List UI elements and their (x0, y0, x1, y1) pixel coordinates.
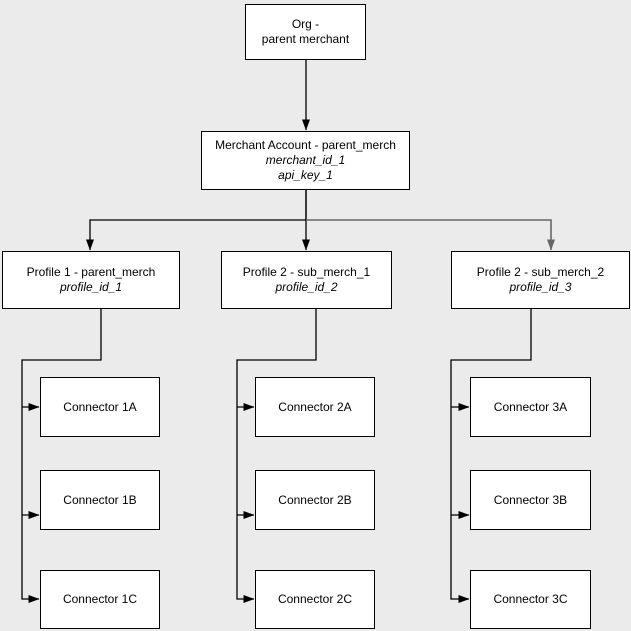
api-key-label: api_key_1 (278, 168, 333, 182)
profile-3-title: Profile 2 - sub_merch_2 (476, 265, 605, 279)
connector-1a-label: Connector 1A (63, 399, 137, 414)
connector-1b-label: Connector 1B (63, 492, 137, 507)
connector-node-2b: Connector 2B (255, 470, 375, 530)
edge-profile3-trunk (450, 309, 532, 603)
connector-node-3a: Connector 3A (470, 377, 591, 437)
profile-1-id: profile_id_1 (59, 280, 123, 294)
connector-1c-label: Connector 1C (62, 592, 138, 606)
profile-2-id: profile_id_2 (275, 280, 338, 294)
connector-node-1b: Connector 1B (40, 470, 160, 530)
edge-profile2-trunk (236, 309, 317, 603)
connector-2b-label: Connector 2B (278, 492, 352, 507)
merchant-account-title: Merchant Account - parent_merch (215, 138, 396, 152)
profile-1-node: Profile 1 - parent_merch profile_id_1 (2, 251, 180, 309)
connector-node-1a: Connector 1A (40, 377, 160, 437)
merchant-account-node: Merchant Account - parent_merch merchant… (201, 131, 410, 190)
profile-3-node: Profile 2 - sub_merch_2 profile_id_3 (451, 251, 630, 309)
connector-3c-label: Connector 3C (493, 592, 568, 606)
edge-merchant-to-profile-3 (306, 219, 555, 251)
connector-3b-label: Connector 3B (493, 492, 568, 507)
connector-2a-label: Connector 2A (278, 399, 352, 414)
edge-merchant-to-profile-1 (86, 190, 307, 251)
connector-3a-label: Connector 3A (493, 399, 568, 414)
connector-node-3b: Connector 3B (470, 470, 591, 530)
org-label-line2: parent merchant (261, 32, 350, 46)
org-node: Org - parent merchant (245, 4, 366, 60)
merchant-id-label: merchant_id_1 (265, 153, 346, 167)
org-label-line1: Org - (291, 17, 320, 31)
connector-node-2c: Connector 2C (255, 570, 375, 629)
profile-2-node: Profile 2 - sub_merch_1 profile_id_2 (221, 251, 392, 309)
profile-1-title: Profile 1 - parent_merch (26, 265, 156, 279)
profile-3-id: profile_id_3 (509, 280, 572, 294)
connector-node-2a: Connector 2A (255, 377, 375, 437)
connector-2c-label: Connector 2C (277, 592, 353, 606)
profile-2-title: Profile 2 - sub_merch_1 (242, 265, 371, 279)
connector-node-3c: Connector 3C (470, 570, 591, 629)
connector-node-1c: Connector 1C (40, 570, 160, 629)
edge-profile1-trunk (21, 309, 102, 603)
